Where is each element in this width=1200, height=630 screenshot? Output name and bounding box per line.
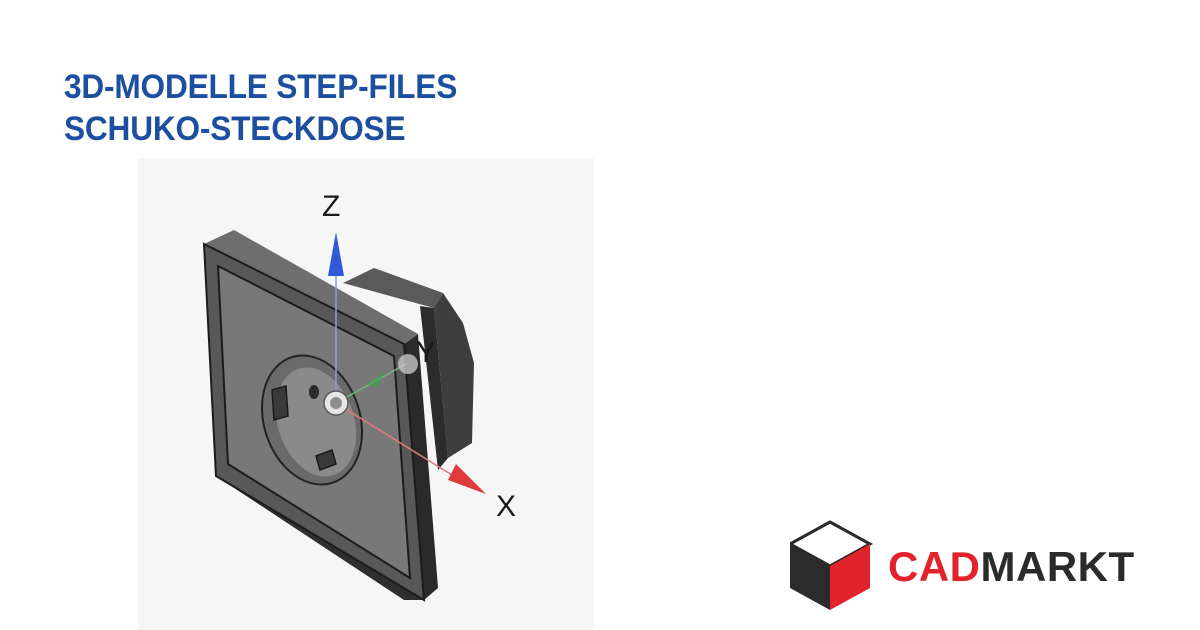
rear-block-shadow (420, 306, 448, 470)
socket-3d-render: Z Y X (138, 158, 594, 630)
cube-right-face (830, 544, 870, 610)
headline-line-1: 3D-MODELLE STEP-FILES (64, 68, 458, 106)
cube-left-face (790, 544, 830, 610)
y-axis-end-marker (398, 354, 418, 374)
logo-text-cad: CAD (888, 543, 981, 590)
y-axis-label: Y (416, 336, 436, 369)
frame-top-edge (204, 230, 418, 344)
rear-block-side (434, 293, 474, 458)
pin-hole-top (309, 385, 319, 399)
schuko-socket-model-illustration: Z Y X (202, 190, 516, 602)
y-axis-arrow (366, 372, 384, 388)
z-axis-arrow (328, 232, 344, 276)
x-axis-line (335, 402, 461, 481)
x-axis-arrow (448, 464, 486, 494)
headline-line-2: SCHUKO-STECKDOSE (64, 110, 406, 148)
logo-wordmark: CADMARKT (888, 544, 1135, 590)
cadmarkt-logo: CADMARKT (790, 520, 1160, 612)
logo-text-markt: MARKT (980, 543, 1135, 590)
earthing-clip-bottom (315, 449, 337, 471)
x-axis-label: X (496, 490, 516, 523)
rear-block-top (343, 268, 443, 308)
cube-logo-icon (790, 520, 874, 610)
headline: 3D-MODELLE STEP-FILES SCHUKO-STECKDOSE (64, 66, 457, 150)
z-axis-label: Z (322, 190, 340, 223)
frame-side (404, 334, 438, 600)
earthing-clip-left (271, 385, 289, 421)
origin-marker-core (330, 397, 342, 409)
